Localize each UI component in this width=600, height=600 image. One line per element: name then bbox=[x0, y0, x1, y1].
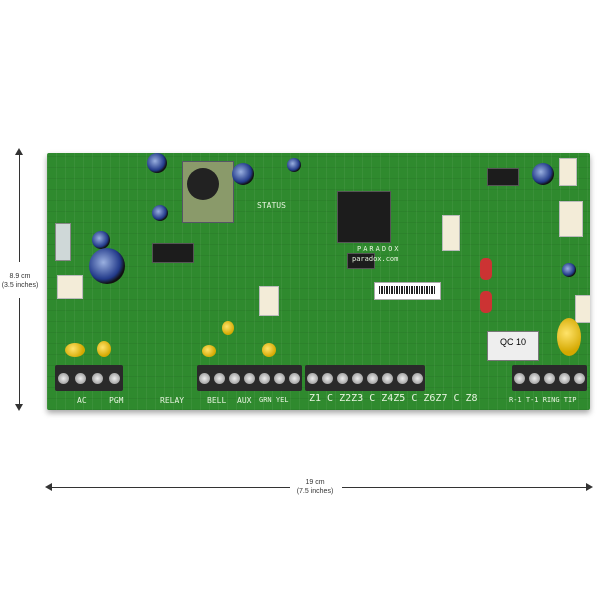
yellow-capacitor bbox=[262, 343, 276, 357]
terminal-block-bell-aux bbox=[197, 365, 302, 391]
yellow-capacitor bbox=[65, 343, 85, 357]
circuit-board: QC 10 STATUS paradox.com PARADOX AC PGM … bbox=[47, 153, 590, 410]
capacitor bbox=[92, 231, 110, 249]
terminal-screw bbox=[514, 372, 525, 384]
brand-website: paradox.com bbox=[352, 255, 399, 263]
width-arrow-line-right bbox=[342, 487, 586, 488]
connector-header bbox=[259, 286, 279, 316]
width-metric: 19 cm bbox=[305, 479, 325, 486]
width-label: 19 cm (7.5 inches) bbox=[290, 478, 340, 496]
terminal-screw bbox=[544, 372, 555, 384]
connector-header bbox=[57, 275, 83, 299]
grn-yel-silk-label: GRN YEL bbox=[259, 396, 289, 404]
yellow-capacitor bbox=[202, 345, 216, 357]
capacitor bbox=[562, 263, 576, 277]
ic-chip bbox=[152, 243, 194, 263]
terminal-screw bbox=[92, 372, 103, 384]
terminal-screw bbox=[58, 372, 69, 384]
capacitor bbox=[232, 163, 254, 185]
terminal-screw bbox=[322, 372, 333, 384]
terminal-block-ac-pgm bbox=[55, 365, 123, 391]
terminal-screw bbox=[229, 372, 240, 384]
terminal-screw bbox=[75, 372, 86, 384]
ptc-fuse bbox=[480, 291, 492, 313]
terminal-screw bbox=[289, 372, 300, 384]
connector-header bbox=[575, 295, 590, 323]
connector-header bbox=[559, 201, 583, 237]
ic-chip bbox=[487, 168, 519, 186]
fuse bbox=[55, 223, 71, 261]
capacitor bbox=[532, 163, 554, 185]
relay-silk-label: RELAY bbox=[160, 396, 185, 405]
capacitor bbox=[147, 153, 167, 173]
width-imperial: (7.5 inches) bbox=[296, 488, 334, 495]
terminal-block-phone bbox=[512, 365, 587, 391]
terminal-screw bbox=[574, 372, 585, 384]
bell-silk-label: BELL bbox=[207, 396, 227, 405]
brand-logo-text: PARADOX bbox=[357, 245, 401, 253]
arrow-left-icon bbox=[45, 483, 52, 491]
terminal-screw bbox=[109, 372, 120, 384]
ac-silk-label: AC bbox=[77, 396, 87, 405]
yellow-varistor bbox=[557, 318, 581, 356]
terminal-screw bbox=[412, 372, 423, 384]
barcode-sticker bbox=[374, 282, 441, 300]
height-arrow-line-top bbox=[19, 152, 20, 262]
qc-sticker: QC 10 bbox=[487, 331, 539, 361]
terminal-screw bbox=[529, 372, 540, 384]
terminal-screw bbox=[259, 372, 270, 384]
yellow-capacitor bbox=[222, 321, 234, 335]
terminal-screw bbox=[274, 372, 285, 384]
phone-silk-label: R-1 T-1 RING TIP bbox=[509, 396, 577, 404]
terminal-screw bbox=[559, 372, 570, 384]
arrow-right-icon bbox=[586, 483, 593, 491]
terminal-screw bbox=[397, 372, 408, 384]
height-arrow-line-bottom bbox=[19, 298, 20, 406]
terminal-block-zones bbox=[305, 365, 425, 391]
capacitor bbox=[152, 205, 168, 221]
status-silk-label: STATUS bbox=[257, 201, 286, 210]
arrow-down-icon bbox=[15, 404, 23, 411]
width-arrow-line-left bbox=[50, 487, 290, 488]
terminal-screw bbox=[382, 372, 393, 384]
arrow-up-icon bbox=[15, 148, 23, 155]
microcontroller-chip bbox=[337, 191, 391, 243]
terminal-screw bbox=[352, 372, 363, 384]
terminal-screw bbox=[337, 372, 348, 384]
ptc-fuse bbox=[480, 258, 492, 280]
pgm-silk-label: PGM bbox=[109, 396, 124, 405]
height-imperial: (3.5 inches) bbox=[1, 282, 39, 289]
qc-label: QC 10 bbox=[499, 337, 526, 347]
height-label: 8.9 cm (3.5 inches) bbox=[0, 272, 40, 290]
capacitor bbox=[287, 158, 301, 172]
ic-chip bbox=[347, 253, 375, 269]
large-capacitor bbox=[89, 248, 125, 284]
zones-silk-label: Z1 C Z2Z3 C Z4Z5 C Z6Z7 C Z8 bbox=[309, 393, 478, 404]
terminal-screw bbox=[244, 372, 255, 384]
terminal-screw bbox=[367, 372, 378, 384]
connector-header bbox=[559, 158, 577, 186]
terminal-screw bbox=[199, 372, 210, 384]
height-metric: 8.9 cm bbox=[9, 273, 31, 280]
aux-silk-label: AUX bbox=[237, 396, 252, 405]
inductor-coil bbox=[187, 168, 219, 200]
connector-header bbox=[442, 215, 460, 251]
terminal-screw bbox=[307, 372, 318, 384]
terminal-screw bbox=[214, 372, 225, 384]
yellow-capacitor bbox=[97, 341, 111, 357]
